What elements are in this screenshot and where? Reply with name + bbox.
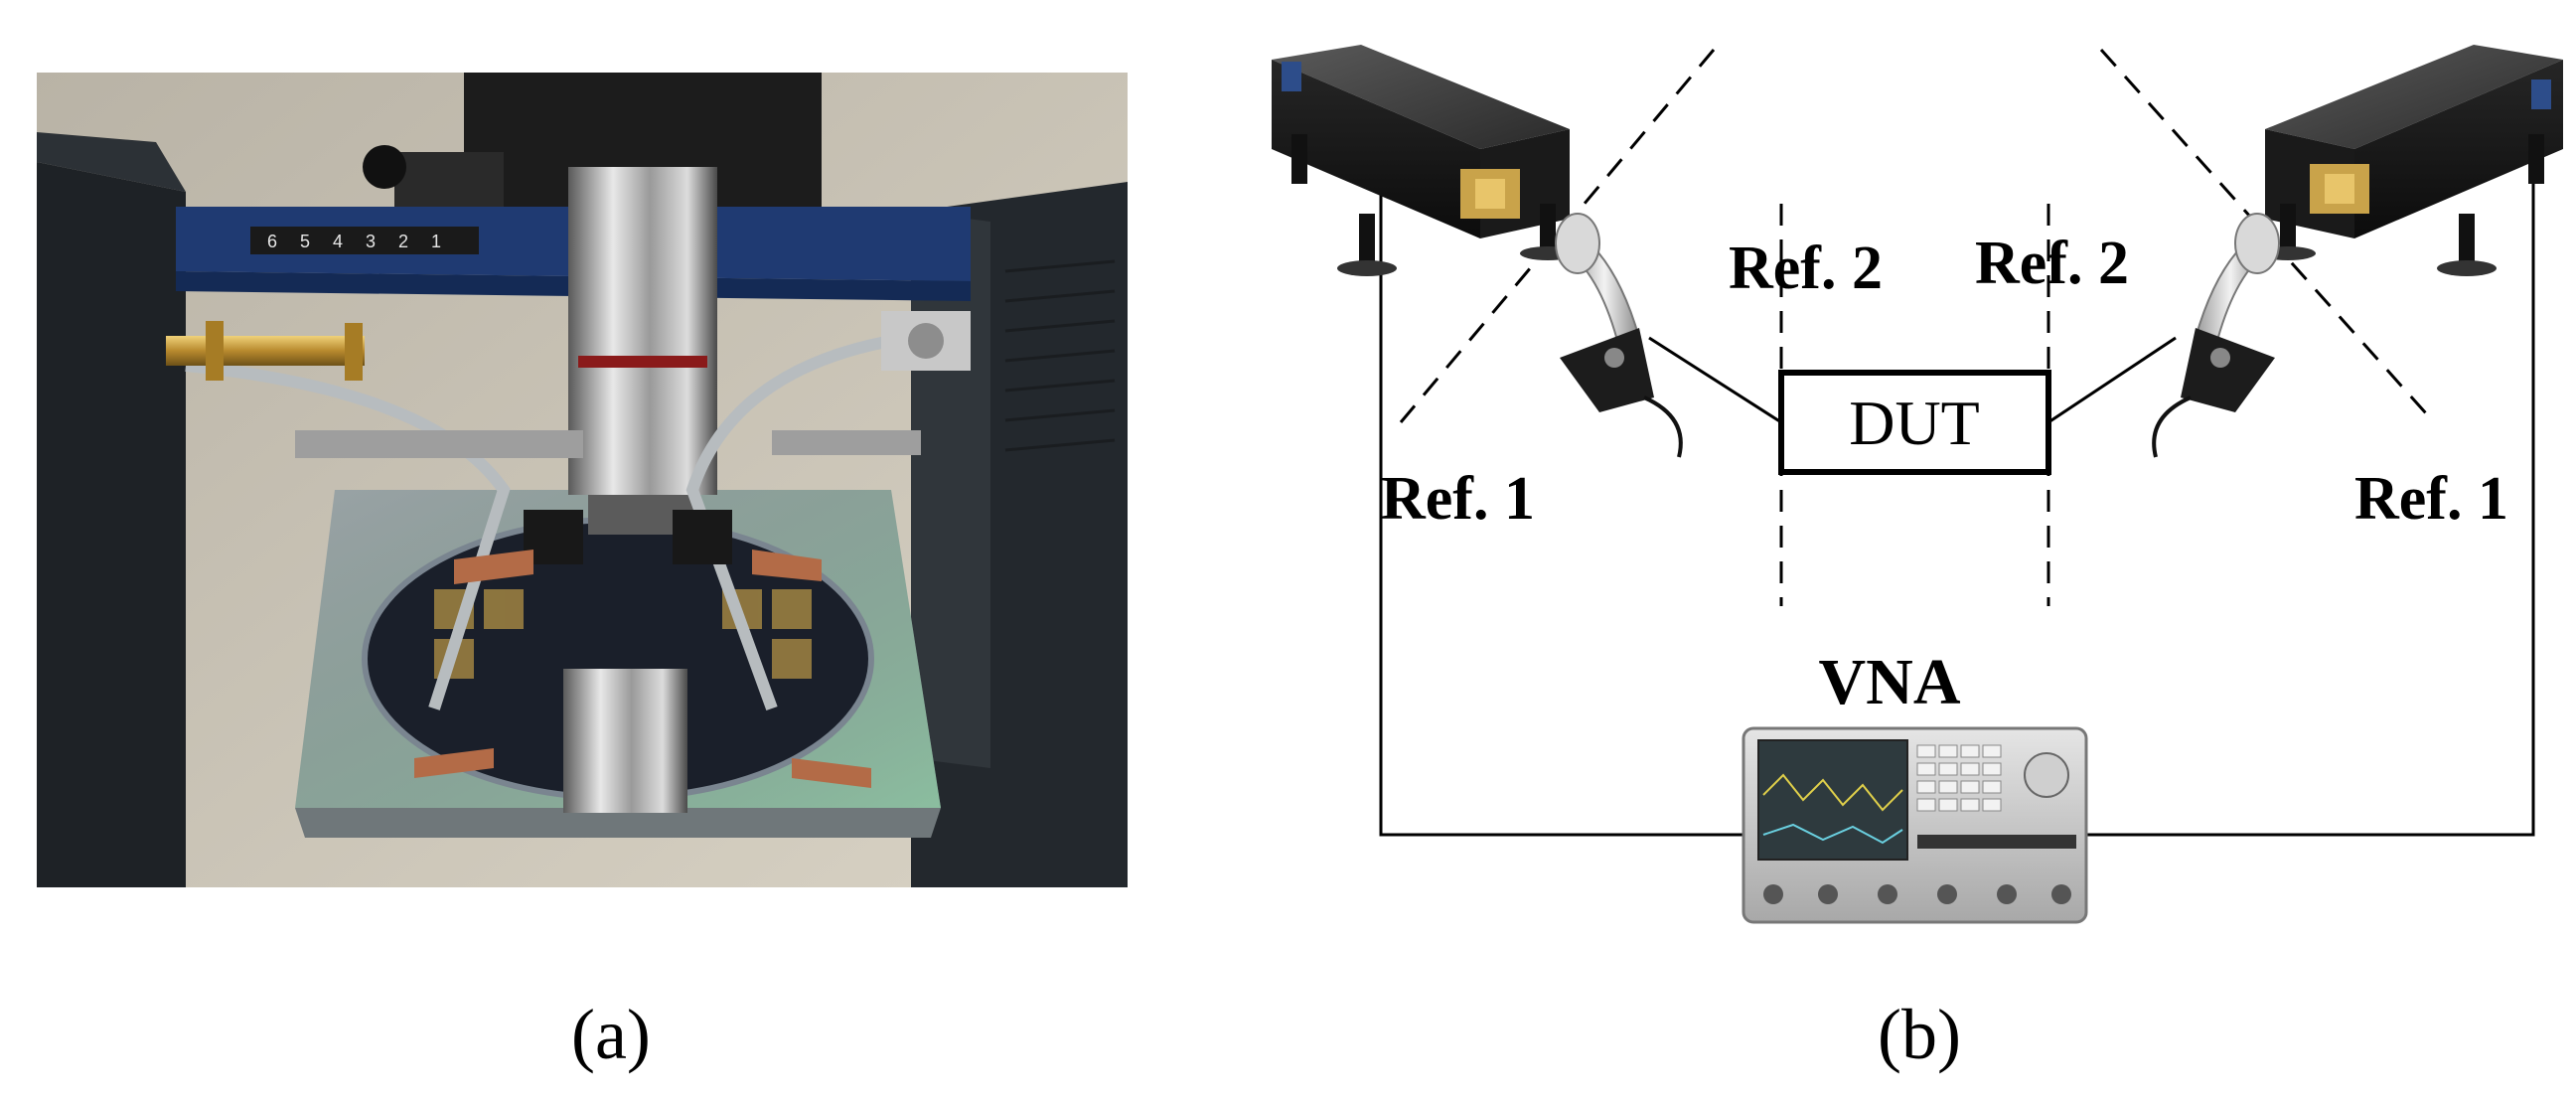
right-frequency-extender-module bbox=[2260, 45, 2563, 276]
ruler-marks: 6 5 4 3 2 1 bbox=[267, 232, 441, 251]
ref1-right-plane bbox=[2099, 49, 2436, 423]
caption-b: (b) bbox=[1878, 995, 1961, 1074]
ruler-number: 1 bbox=[431, 232, 441, 251]
left-frequency-extender-module bbox=[1272, 45, 1576, 276]
ref2-left-label: Ref. 2 bbox=[1729, 235, 1883, 302]
dut-box bbox=[1778, 370, 2051, 475]
left-waveguide-probe bbox=[1555, 213, 1683, 458]
measurement-setup-diagram: DUT bbox=[1272, 45, 2563, 924]
ref1-left-label: Ref. 1 bbox=[1381, 465, 1535, 533]
ruler-number: 2 bbox=[398, 232, 408, 251]
vna-label: VNA bbox=[1819, 646, 1961, 718]
right-vent-grille bbox=[1004, 259, 1116, 452]
ref1-left-plane bbox=[1399, 49, 1716, 423]
right-probe-line bbox=[2047, 336, 2177, 424]
left-cable bbox=[1379, 149, 1768, 837]
dut-label: DUT bbox=[1849, 388, 1980, 458]
left-probe-line bbox=[1648, 336, 1782, 424]
ruler-number: 5 bbox=[300, 232, 310, 251]
left-waveguide-extender bbox=[166, 336, 365, 366]
objective-lens bbox=[568, 167, 717, 495]
chuck-cylinder bbox=[563, 669, 687, 813]
ruler-number: 6 bbox=[267, 232, 277, 251]
ruler-number: 4 bbox=[333, 232, 343, 251]
vna-instrument bbox=[1742, 726, 2088, 924]
ref1-right-label: Ref. 1 bbox=[2354, 465, 2508, 533]
ruler-number: 3 bbox=[366, 232, 376, 251]
caption-a: (a) bbox=[571, 995, 651, 1074]
ref2-right-label: Ref. 2 bbox=[1975, 230, 2129, 297]
right-waveguide-probe bbox=[2152, 213, 2280, 458]
probe-station-photo: 6 5 4 3 2 1 bbox=[37, 73, 1128, 887]
